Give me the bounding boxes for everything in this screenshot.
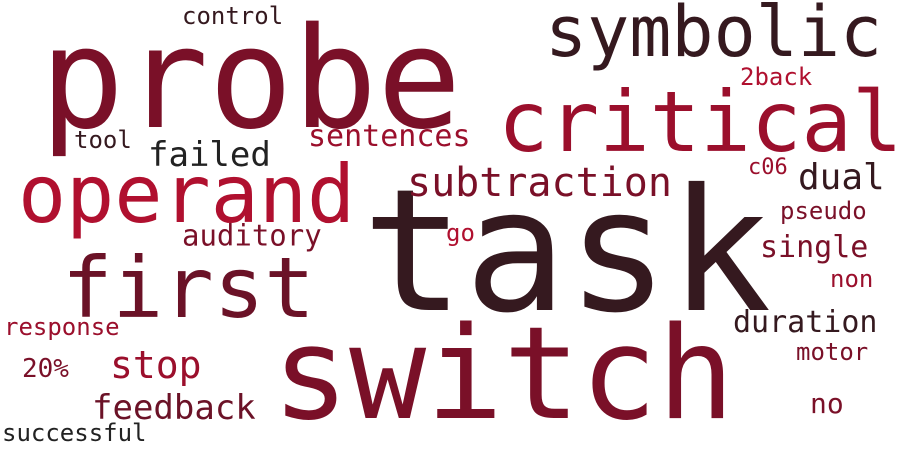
word-probe: probe — [40, 0, 462, 161]
word-c06: c06 — [748, 155, 788, 180]
word-go: go — [446, 219, 475, 247]
word-subtraction: subtraction — [407, 160, 672, 206]
word-pseudo: pseudo — [780, 197, 867, 225]
word-sentences: sentences — [308, 119, 471, 154]
word-single: single — [760, 230, 869, 265]
word-dual: dual — [798, 157, 885, 198]
word-symbolic: symbolic — [545, 0, 883, 73]
word-motor: motor — [796, 338, 869, 366]
word-2back: 2back — [740, 63, 813, 91]
word-stop: stop — [110, 343, 202, 387]
word-response: response — [4, 313, 120, 341]
word-duration: duration — [733, 305, 878, 340]
word-operand: operand — [18, 148, 356, 241]
word-control: control — [182, 2, 284, 30]
word-non: non — [830, 265, 874, 293]
word-task: task — [362, 153, 772, 351]
word-critical: critical — [498, 73, 900, 171]
word-20-percent: 20% — [22, 354, 69, 384]
word-failed: failed — [148, 135, 271, 175]
word-tool: tool — [74, 126, 132, 154]
word-first: first — [62, 239, 315, 337]
word-feedback: feedback — [92, 388, 256, 428]
word-successful: successful — [2, 419, 147, 447]
word-auditory: auditory — [182, 218, 322, 253]
word-no: no — [810, 387, 844, 420]
word-switch: switch — [272, 300, 735, 449]
